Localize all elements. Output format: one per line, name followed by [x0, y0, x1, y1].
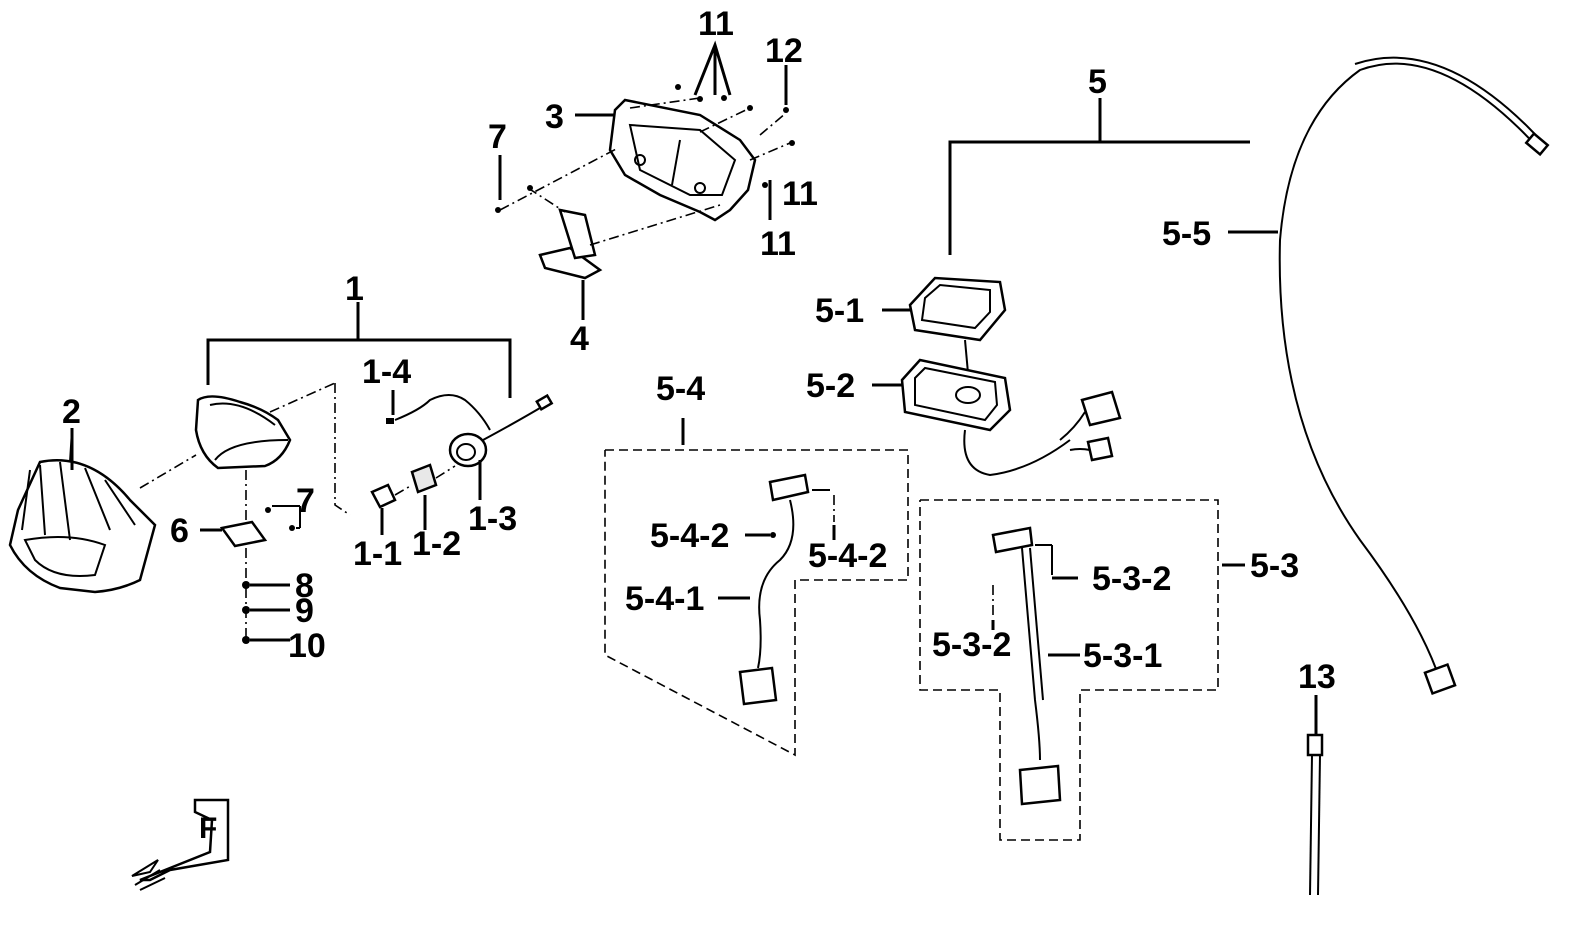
label-1-1: 1-1 [353, 535, 402, 573]
mounting-plate[interactable] [219, 505, 301, 644]
label-5-3: 5-3 [1250, 547, 1299, 585]
label-1: 1 [345, 270, 364, 308]
cable-tie[interactable] [1306, 695, 1324, 896]
meter-bracket[interactable] [499, 147, 721, 280]
label-4: 4 [570, 320, 589, 358]
label-8: 8 [295, 567, 314, 605]
label-5-3-2-left: 5-3-2 [932, 626, 1011, 664]
label-5-4-2-left: 5-4-2 [650, 517, 729, 555]
harness-5-3[interactable] [991, 526, 1062, 806]
group-5-4-box [604, 418, 909, 757]
front-arrow-icon [131, 798, 230, 891]
label-5-3-2-right: 5-3-2 [1092, 560, 1171, 598]
harness-5-4[interactable] [738, 473, 835, 706]
label-5-5: 5-5 [1162, 215, 1211, 253]
meter-cover[interactable] [608, 98, 757, 222]
label-11-bottom: 11 [760, 225, 796, 263]
speedometer-cable[interactable] [1278, 56, 1550, 696]
label-7-right: 7 [296, 482, 315, 520]
label-11-top: 11 [698, 5, 734, 43]
label-11-mid: 11 [782, 175, 818, 213]
label-10: 10 [288, 627, 326, 665]
front-arrow-letter: F [199, 812, 217, 845]
label-9: 9 [295, 592, 314, 630]
label-3: 3 [545, 98, 564, 136]
bulb-assembly[interactable] [370, 393, 554, 509]
leader-lines [70, 40, 1278, 657]
label-7-left: 7 [488, 118, 507, 156]
group-5-bracket [948, 98, 1250, 255]
label-1-3: 1-3 [468, 500, 517, 538]
headlight-unit[interactable] [194, 382, 351, 520]
group-1-bracket [206, 302, 512, 398]
label-5-3-1: 5-3-1 [1083, 637, 1162, 675]
headlight-cover[interactable] [8, 429, 197, 594]
label-5-4-1: 5-4-1 [625, 580, 704, 618]
label-5: 5 [1088, 63, 1107, 101]
group-5-3-box [919, 499, 1219, 841]
label-1-4: 1-4 [362, 353, 411, 391]
speedometer-display[interactable] [908, 276, 1007, 396]
label-12: 12 [765, 32, 803, 70]
label-6: 6 [170, 512, 189, 550]
label-5-4: 5-4 [656, 370, 705, 408]
label-5-1: 5-1 [815, 292, 864, 330]
label-2: 2 [62, 393, 81, 431]
label-5-4-2-right: 5-4-2 [808, 537, 887, 575]
label-5-2: 5-2 [806, 367, 855, 405]
meter-case[interactable] [900, 358, 1122, 477]
label-13: 13 [1298, 658, 1336, 696]
screws-11-12 [495, 84, 795, 213]
label-1-2: 1-2 [412, 525, 461, 563]
